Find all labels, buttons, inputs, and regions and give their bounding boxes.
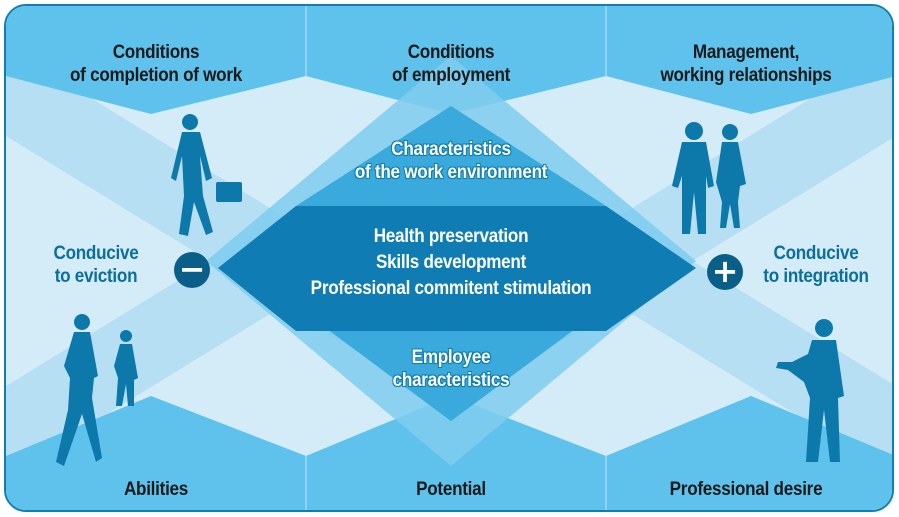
label-potential: Potential	[416, 479, 486, 500]
walking-women-icon	[56, 314, 138, 466]
background-graphic	[6, 6, 892, 510]
plus-icon: +	[707, 254, 743, 290]
presenting-man-icon	[776, 319, 844, 462]
walking-man-briefcase-icon	[171, 114, 242, 236]
label-abilities: Abilities	[123, 479, 189, 500]
label-professional-desire: Professional desire	[669, 479, 823, 500]
couple-talking-icon	[672, 122, 746, 234]
minus-icon: −	[174, 252, 210, 288]
label-management: Management,working relationships	[660, 42, 832, 86]
